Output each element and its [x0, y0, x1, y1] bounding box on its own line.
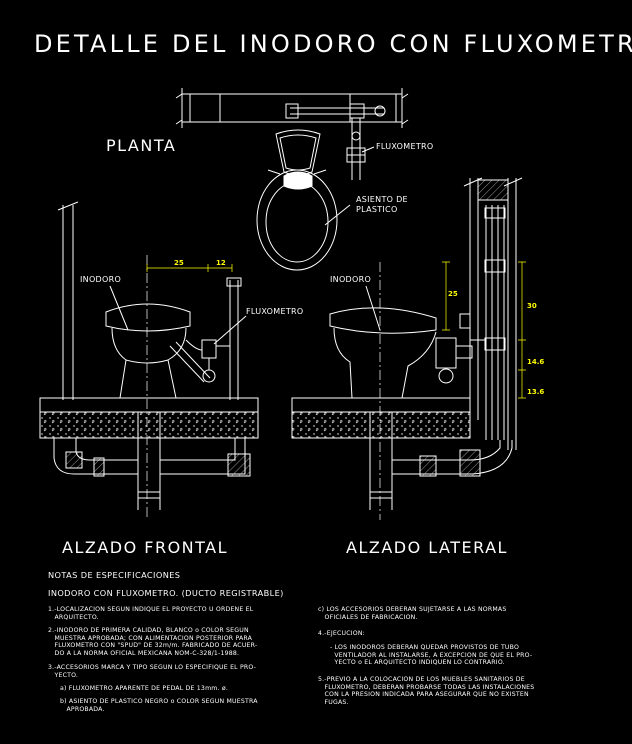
alzado-frontal-title: ALZADO FRONTAL: [62, 538, 229, 557]
note-3: 3.-ACCESORIOS MARCA Y TIPO SEGUN LO ESPE…: [48, 664, 257, 679]
fluxometro-plan-label: FLUXOMETRO: [376, 142, 434, 151]
dim-lateral-14: 14.6: [527, 358, 545, 366]
dim-lateral-13: 13.6: [527, 388, 545, 396]
inodoro-lateral-label: INODORO: [330, 275, 372, 284]
planta-view: [175, 88, 409, 271]
alzado-lateral-title: ALZADO LATERAL: [346, 538, 508, 557]
note-1: 1.-LOCALIZACION SEGUN INDIQUE EL PROYECT…: [48, 606, 254, 621]
drawing-title: DETALLE DEL INODORO CON FLUXOMETRO: [34, 30, 632, 58]
dim-frontal-12: 12: [216, 259, 226, 267]
dim-lateral-30: 30: [527, 302, 537, 310]
asiento-label: ASIENTO DE PLASTICO: [356, 195, 408, 214]
planta-title: PLANTA: [106, 136, 177, 155]
dim-frontal-25: 25: [174, 259, 184, 267]
note-4a: - LOS INODOROS DEBERAN QUEDAR PROVISTOS …: [330, 644, 533, 667]
alzado-lateral-view: [291, 177, 526, 520]
notes-subheading: INODORO CON FLUXOMETRO. (DUCTO REGISTRAB…: [48, 588, 284, 598]
note-3c: c) LOS ACCESORIOS DEBERAN SUJETARSE A LA…: [318, 606, 507, 621]
alzado-frontal-view: [39, 201, 259, 520]
dim-lateral-25: 25: [448, 290, 458, 298]
note-2: 2.-INODORO DE PRIMERA CALIDAD, BLANCO o …: [48, 627, 258, 657]
note-3b: b) ASIENTO DE PLASTICO NEGRO o COLOR SEG…: [60, 698, 258, 713]
note-4: 4.-EJECUCION:: [318, 630, 365, 637]
fluxometro-frontal-label: FLUXOMETRO: [246, 307, 304, 316]
inodoro-frontal-label: INODORO: [80, 275, 122, 284]
note-3a: a) FLUXOMETRO APARENTE DE PEDAL DE 13mm.…: [60, 685, 229, 692]
note-5: 5.-PREVIO A LA COLOCACION DE LOS MUEBLES…: [318, 676, 535, 706]
notes-heading: NOTAS DE ESPECIFICACIONES: [48, 570, 181, 580]
